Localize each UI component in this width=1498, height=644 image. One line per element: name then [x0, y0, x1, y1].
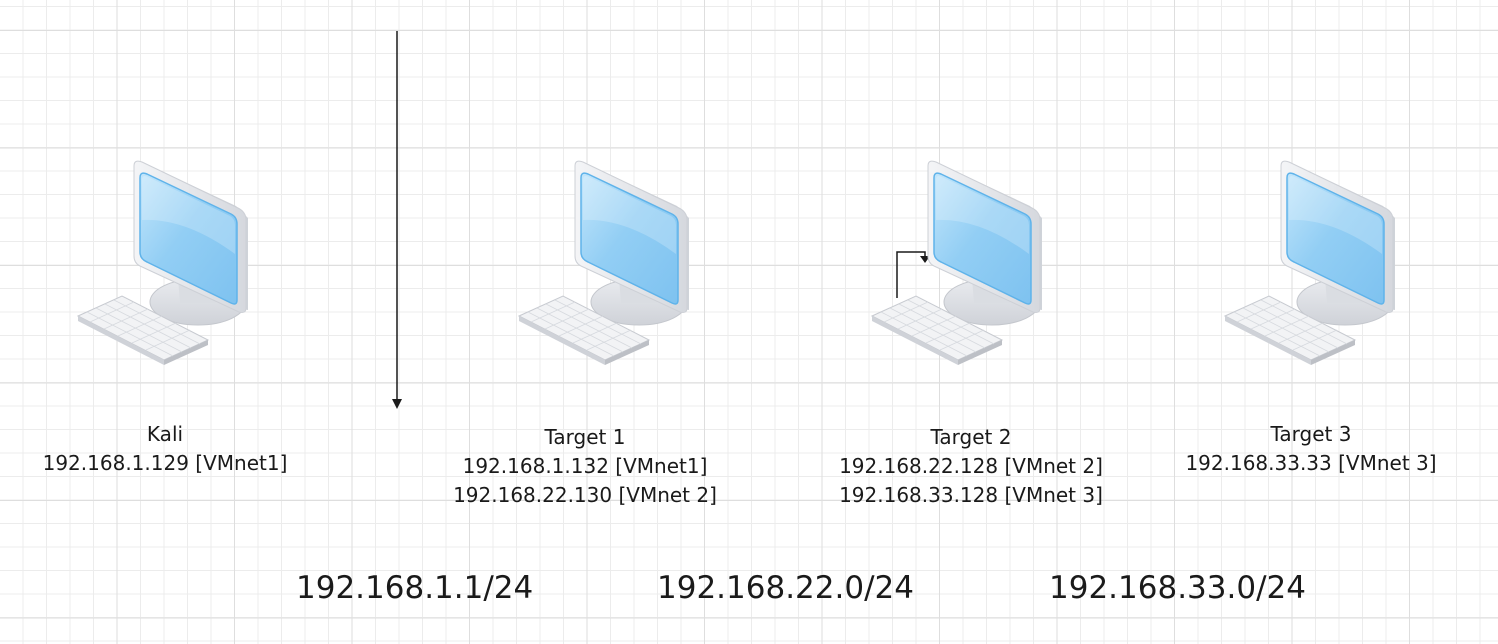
target2-address-2: 192.168.33.128 [VMnet 3]	[839, 483, 1103, 507]
subnet-label-vmnet2[interactable]: 192.168.22.0/24	[657, 570, 914, 606]
desktop-computer-icon	[870, 160, 1042, 365]
target2-connector-arrowhead	[920, 256, 930, 263]
target1-address-2: 192.168.22.130 [VMnet 2]	[453, 483, 717, 507]
desktop-computer-icon	[76, 160, 248, 365]
desktop-computer-icon	[1223, 160, 1395, 365]
target2-label[interactable]: Target 2 192.168.22.128 [VMnet 2] 192.16…	[820, 423, 1122, 510]
kali-address-1: 192.168.1.129 [VMnet1]	[42, 451, 288, 475]
subnet-label-vmnet3[interactable]: 192.168.33.0/24	[1049, 570, 1306, 606]
target2-computer-icon[interactable]	[870, 158, 1050, 373]
target1-computer-icon[interactable]	[517, 158, 697, 373]
desktop-computer-icon	[517, 160, 689, 365]
target3-name: Target 3	[1270, 422, 1352, 446]
kali-label[interactable]: Kali 192.168.1.129 [VMnet1]	[25, 420, 305, 478]
kali-name: Kali	[146, 422, 184, 446]
target2-address-1: 192.168.22.128 [VMnet 2]	[839, 454, 1103, 478]
target3-computer-icon[interactable]	[1223, 158, 1403, 373]
kali-computer-icon[interactable]	[76, 158, 256, 373]
target3-label[interactable]: Target 3 192.168.33.33 [VMnet 3]	[1166, 420, 1456, 478]
target2-elbow-connector[interactable]	[896, 251, 926, 298]
subnet-label-vmnet1[interactable]: 192.168.1.1/24	[296, 570, 534, 606]
target1-address-1: 192.168.1.132 [VMnet1]	[462, 454, 708, 478]
target3-address-1: 192.168.33.33 [VMnet 3]	[1185, 451, 1437, 475]
target1-name: Target 1	[544, 425, 626, 449]
target2-name: Target 2	[930, 425, 1012, 449]
target1-label[interactable]: Target 1 192.168.1.132 [VMnet1] 192.168.…	[430, 423, 740, 510]
